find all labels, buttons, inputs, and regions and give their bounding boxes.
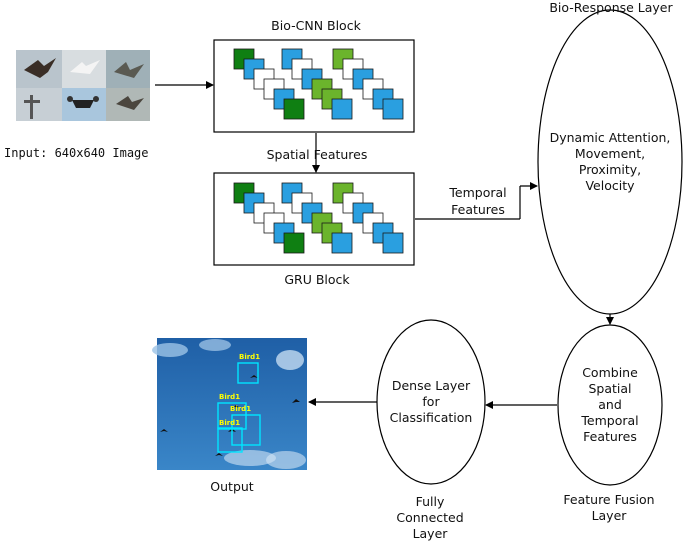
bio-response-line4: Velocity: [585, 178, 635, 193]
dense-caption-line1: Fully: [415, 494, 445, 509]
bio-response-line1: Dynamic Attention,: [549, 130, 671, 145]
detection-label: Bird1: [239, 353, 261, 361]
detection-label: Bird1: [219, 393, 241, 401]
bio-cnn-feature-maps: [233, 48, 404, 120]
bio-response-title: Bio-Response Layer: [549, 0, 673, 15]
output-label: Output: [210, 479, 254, 494]
input-image-mosaic: [16, 50, 150, 121]
temporal-features-label-line1: Temporal: [449, 185, 507, 200]
bio-response-line3: Proximity,: [578, 162, 642, 177]
input-label: Input: 640x640 Image: [4, 146, 149, 160]
gru-feature-maps: [233, 182, 404, 254]
detection-label: Bird1: [219, 419, 241, 427]
feature-map-square: [382, 232, 404, 254]
feature-map-square: [331, 232, 353, 254]
dense-caption: Fully Connected Layer: [384, 494, 476, 542]
bio-response-line2: Movement,: [574, 146, 646, 161]
fusion-line3: and: [598, 397, 622, 412]
detection-label: Bird1: [230, 405, 252, 413]
output-image: [152, 338, 307, 470]
dense-line1: Dense Layer: [391, 378, 471, 393]
fusion-line1: Combine: [582, 365, 638, 380]
feature-map-square: [283, 232, 305, 254]
feature-fusion-ellipse: [557, 324, 663, 486]
fusion-caption-line2: Layer: [591, 508, 627, 523]
dense-caption-line3: Layer: [412, 526, 448, 541]
bio-cnn-title: Bio-CNN Block: [271, 18, 361, 33]
fusion-caption-line1: Feature Fusion: [563, 492, 655, 507]
gru-block-title: GRU Block: [284, 272, 350, 287]
dense-line3: Classification: [389, 410, 473, 425]
temporal-features-label-line2: Features: [451, 202, 505, 217]
dense-caption-line2: Connected: [396, 510, 464, 525]
dense-text: Dense Layer for Classification: [380, 378, 482, 426]
fusion-line5: Features: [583, 429, 637, 444]
detection-box: [217, 427, 243, 453]
fusion-text: Combine Spatial and Temporal Features: [568, 365, 652, 445]
spatial-features-label: Spatial Features: [266, 147, 368, 162]
fusion-caption: Feature Fusion Layer: [554, 492, 664, 524]
feature-map-square: [283, 98, 305, 120]
bio-response-text: Dynamic Attention, Movement, Proximity, …: [542, 130, 678, 194]
fusion-line4: Temporal: [581, 413, 639, 428]
feature-map-square: [382, 98, 404, 120]
dense-line2: for: [422, 394, 440, 409]
fusion-line2: Spatial: [588, 381, 632, 396]
feature-map-square: [331, 98, 353, 120]
detection-box: [237, 362, 259, 384]
detection-box: [231, 414, 261, 446]
